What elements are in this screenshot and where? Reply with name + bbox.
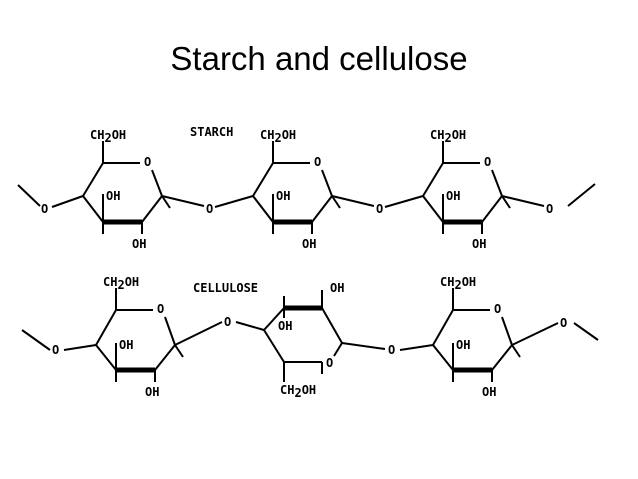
ring-bond: [432, 344, 454, 371]
ring-bond: [501, 316, 513, 346]
glycosidic-bond: [341, 342, 386, 350]
glycosidic-bond: [384, 195, 424, 208]
hydroxyl-label: OH: [278, 319, 292, 333]
ring-bond: [263, 307, 285, 331]
chain-end-bond: [573, 322, 599, 341]
ring-bond: [333, 342, 343, 357]
ring-bond: [432, 309, 454, 346]
bridge-oxygen: O: [560, 316, 567, 330]
ring-bond: [82, 162, 104, 197]
glycosidic-bond: [501, 195, 545, 207]
bridge-oxygen: O: [388, 343, 395, 357]
ring-bond: [422, 162, 444, 197]
ch2oh-label: CH2OH: [90, 128, 126, 145]
glycosidic-bond: [51, 195, 84, 208]
bridge-oxygen: O: [376, 202, 383, 216]
glycosidic-bond: [63, 344, 97, 351]
h-stub: [161, 195, 171, 209]
hydroxyl-label: OH: [482, 385, 496, 399]
hydroxyl-label: OH: [106, 189, 120, 203]
ring-bond: [491, 169, 503, 197]
ring-bond: [95, 309, 117, 346]
hydroxyl-label: OH: [330, 281, 344, 295]
ch2oh-label: CH2OH: [430, 128, 466, 145]
glycosidic-bond: [174, 321, 223, 346]
ring-oxygen: O: [144, 155, 151, 169]
glycosidic-bond: [331, 195, 375, 207]
ring-oxygen: O: [484, 155, 491, 169]
cellulose-label: CELLULOSE: [193, 281, 258, 295]
bridge-oxygen: O: [52, 343, 59, 357]
bridge-oxygen: O: [546, 202, 553, 216]
ch2oh-label: CH2OH: [440, 275, 476, 292]
glycosidic-bond: [235, 321, 265, 331]
ring-bond: [422, 195, 444, 223]
ring-oxygen: O: [157, 302, 164, 316]
bridge-oxygen: O: [224, 315, 231, 329]
ch2oh-label: CH2OH: [103, 275, 139, 292]
hydroxyl-label: OH: [456, 338, 470, 352]
chain-end-bond: [21, 329, 51, 351]
hydroxyl-label: OH: [276, 189, 290, 203]
ring-bond: [252, 162, 274, 197]
h-stub: [501, 195, 511, 209]
glycosidic-bond: [511, 322, 559, 346]
slide-title: Starch and cellulose: [170, 40, 468, 77]
bridge-oxygen: O: [206, 202, 213, 216]
ring-bond: [82, 195, 104, 223]
h-stub: [331, 195, 341, 209]
hydroxyl-label: OH: [446, 189, 460, 203]
ring-bond: [481, 195, 503, 223]
ring-bond: [311, 195, 333, 223]
ring-oxygen: O: [314, 155, 321, 169]
h-stub: [174, 344, 184, 358]
ring-oxygen: O: [326, 356, 333, 370]
hydroxyl-label: OH: [132, 237, 146, 251]
ring-bond: [154, 344, 176, 371]
glycosidic-bond: [399, 344, 434, 351]
h-stub: [511, 344, 521, 358]
ring-bond: [151, 169, 163, 197]
ring-bond: [491, 344, 513, 371]
hydroxyl-label: OH: [472, 237, 486, 251]
glycosidic-bond: [161, 195, 205, 207]
ch2oh-label: CH2OH: [280, 383, 316, 400]
hydroxyl-label: OH: [302, 237, 316, 251]
starch-label: STARCH: [190, 125, 233, 139]
ring-bond: [321, 307, 343, 344]
ring-bond: [141, 195, 163, 223]
cellulose-chain: O O CH2OH OH OH O O OH OH CH2OH O O CH2OH OH OH O: [21, 275, 599, 400]
ring-oxygen: O: [494, 302, 501, 316]
hydroxyl-label: OH: [119, 338, 133, 352]
hydroxyl-label: OH: [145, 385, 159, 399]
chain-end-bond: [567, 183, 596, 207]
ring-bond: [95, 344, 117, 371]
ring-bond: [164, 316, 176, 346]
glycosidic-bond: [214, 195, 254, 208]
bridge-oxygen: O: [41, 202, 48, 216]
ring-bond: [263, 329, 285, 363]
chain-end-bond: [17, 184, 41, 207]
ring-bond: [252, 195, 274, 223]
ring-bond: [321, 169, 333, 197]
ch2oh-label: CH2OH: [260, 128, 296, 145]
starch-chain: O O CH2OH OH OH O O CH2OH OH OH O O CH2OH OH OH O: [17, 128, 596, 251]
